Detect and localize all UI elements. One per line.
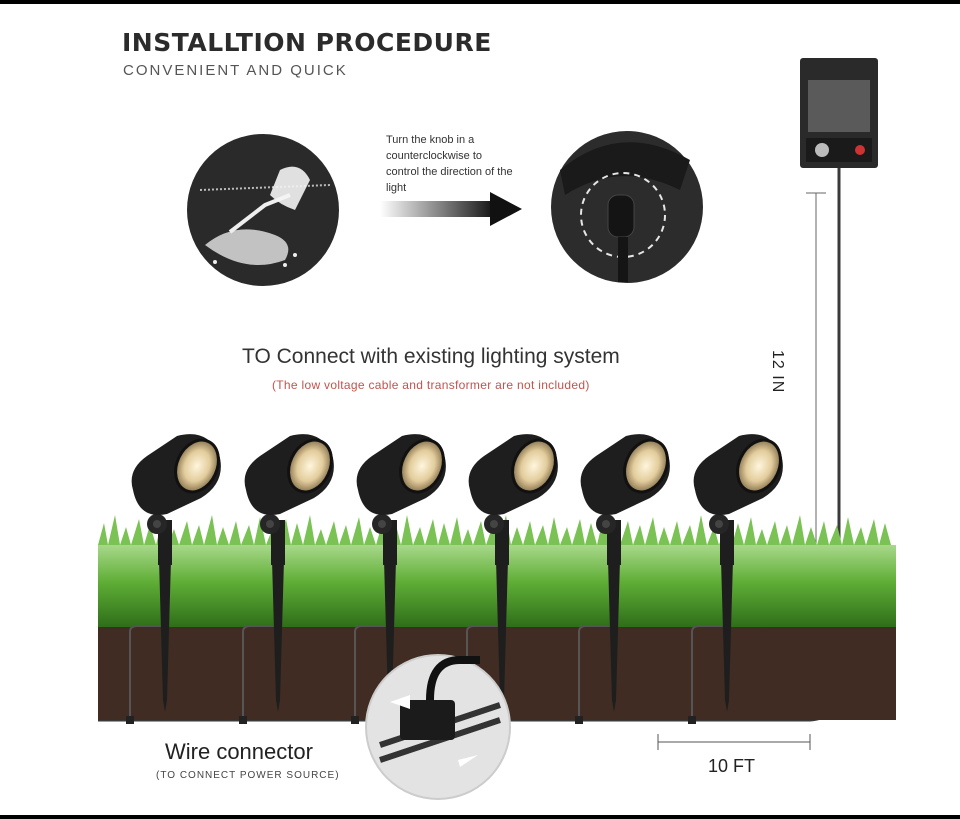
right-arrow-icon xyxy=(380,192,522,226)
dig-step-image xyxy=(187,134,339,286)
top-border xyxy=(0,0,960,4)
wire-connector-label: Wire connector xyxy=(165,739,313,764)
spotlight-5 xyxy=(575,434,670,724)
distance-measure xyxy=(657,734,811,750)
wire-connector-note: (TO CONNECT POWER SOURCE) xyxy=(156,770,340,781)
distance-label: 10 FT xyxy=(708,756,756,776)
connection-title: TO Connect with existing lighting system xyxy=(242,345,620,368)
knob-instruction: Turn the knob in a counterclockwise to c… xyxy=(386,134,513,194)
spotlight-6 xyxy=(688,434,783,724)
spotlight-3 xyxy=(351,434,446,724)
transformer-box xyxy=(800,58,878,168)
wire-connector-image xyxy=(365,654,511,800)
page-subtitle: CONVENIENT AND QUICK xyxy=(123,62,348,79)
bottom-border xyxy=(0,815,960,819)
height-label: 12 IN xyxy=(769,350,786,394)
knob-step-image xyxy=(551,131,703,283)
connection-note: (The low voltage cable and transformer a… xyxy=(272,378,590,392)
spotlight-2 xyxy=(239,434,334,724)
spotlight-1 xyxy=(126,434,221,724)
page-title: INSTALLTION PROCEDURE xyxy=(122,28,492,57)
spotlight-4 xyxy=(463,434,558,724)
